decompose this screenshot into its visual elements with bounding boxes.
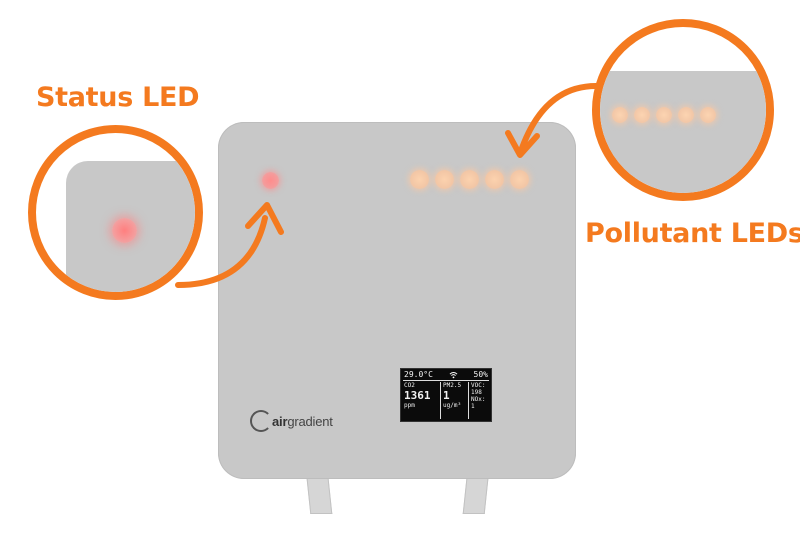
- pollutant-leds-zoom-callout: [592, 19, 774, 201]
- pollutant-leds-label: Pollutant LEDs: [585, 218, 800, 249]
- display-status-row: 29.0°C 50%: [404, 370, 488, 379]
- status-led-label: Status LED: [36, 82, 200, 113]
- wifi-icon: [449, 371, 458, 379]
- temperature-readout: 29.0°C: [404, 370, 433, 379]
- pm25-value: 1: [443, 389, 450, 402]
- airgradient-logo: airgradient: [250, 410, 333, 432]
- co2-value: 1361: [404, 389, 431, 402]
- zoom-device-corner: [600, 71, 766, 193]
- status-led: [262, 172, 279, 189]
- logo-swirl-icon: [250, 410, 272, 432]
- pollutant-led-4: [485, 170, 504, 189]
- zoomed-pollutant-led-3: [656, 107, 672, 123]
- voc-nox-panel: VOC: 198 NOx: 1: [468, 382, 492, 419]
- humidity-readout: 50%: [473, 370, 488, 379]
- co2-panel: CO2 1361 ppm: [404, 382, 436, 419]
- voc-value: 198: [471, 389, 482, 396]
- zoomed-status-led: [112, 218, 137, 243]
- display-divider: [403, 380, 489, 381]
- pm25-panel: PM2.5 1 ug/m³: [440, 382, 468, 419]
- oled-display: 29.0°C 50% CO2 1361 ppm PM2.5 1 ug/m³ VO…: [400, 368, 492, 422]
- zoomed-pollutant-led-5: [700, 107, 716, 123]
- co2-label: CO2: [404, 382, 415, 389]
- zoomed-pollutant-led-4: [678, 107, 694, 123]
- pm25-label: PM2.5: [443, 382, 462, 389]
- pollutant-led-5: [510, 170, 529, 189]
- pm25-unit: ug/m³: [443, 402, 462, 409]
- logo-text: airgradient: [272, 413, 333, 429]
- zoomed-pollutant-led-1: [612, 107, 628, 123]
- nox-value: 1: [471, 403, 475, 410]
- pollutant-led-1: [410, 170, 429, 189]
- pollutant-led-3: [460, 170, 479, 189]
- nox-label: NOx:: [471, 396, 486, 403]
- co2-unit: ppm: [404, 402, 415, 409]
- zoomed-pollutant-led-2: [634, 107, 650, 123]
- status-led-zoom-callout: [28, 125, 203, 300]
- voc-label: VOC:: [471, 382, 486, 389]
- pollutant-led-2: [435, 170, 454, 189]
